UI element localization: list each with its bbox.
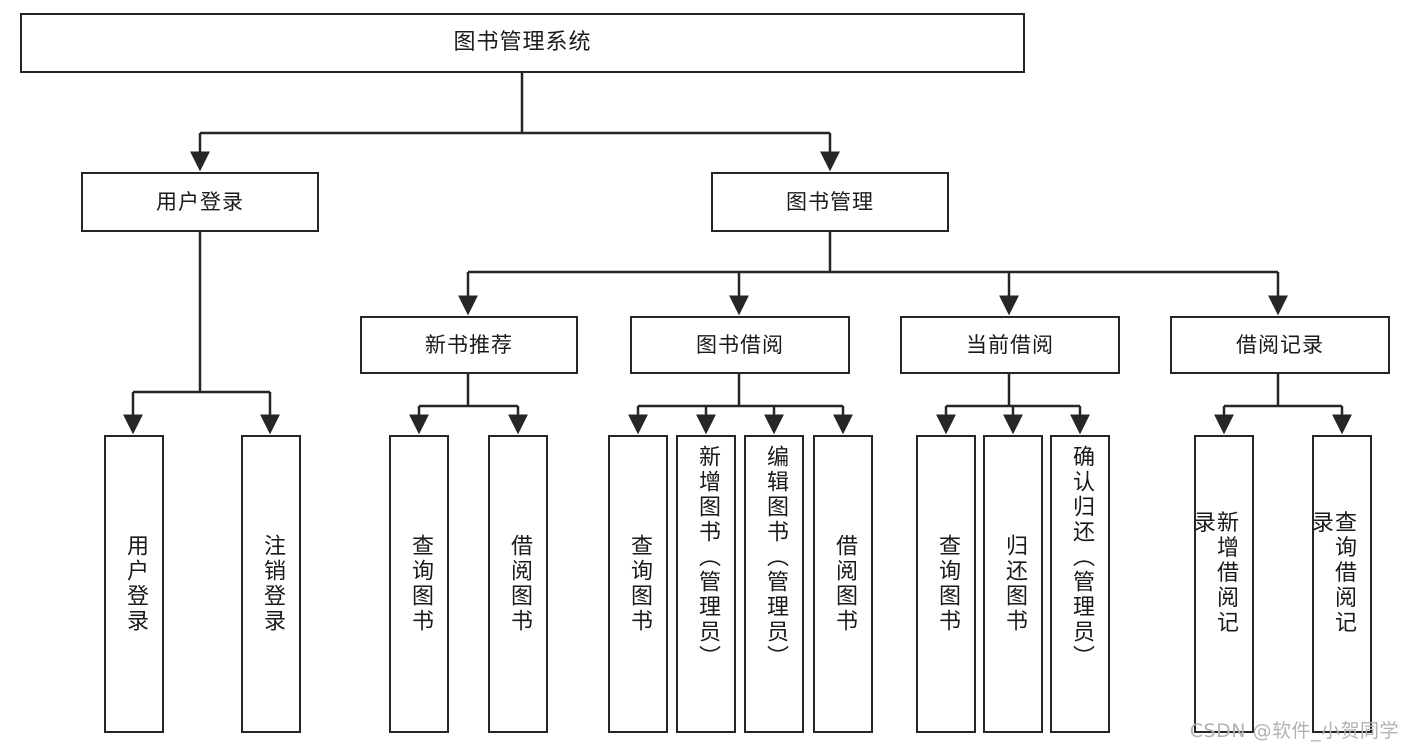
node-borrowing-records[interactable]: 借阅记录 bbox=[1170, 316, 1390, 374]
node-label: 新书推荐 bbox=[425, 332, 513, 357]
leaf-label: 用户登录 bbox=[123, 534, 148, 634]
node-new-book-recommendation[interactable]: 新书推荐 bbox=[360, 316, 578, 374]
node-root-book-management-system[interactable]: 图书管理系统 bbox=[20, 13, 1025, 73]
leaf-current-return-books[interactable]: 归还图书 bbox=[983, 435, 1043, 733]
leaf-borrow-add-book-admin[interactable]: 新增图书（管理员） bbox=[676, 435, 736, 733]
leaf-label: 查询图书 bbox=[935, 534, 960, 634]
leaf-borrow-edit-book-admin[interactable]: 编辑图书（管理员） bbox=[744, 435, 804, 733]
leaf-current-confirm-return-admin[interactable]: 确认归还（管理员） bbox=[1050, 435, 1110, 733]
leaf-current-query-books[interactable]: 查询图书 bbox=[916, 435, 976, 733]
node-label: 图书借阅 bbox=[696, 332, 784, 357]
leaf-label: 注销登录 bbox=[260, 534, 285, 634]
node-book-borrowing[interactable]: 图书借阅 bbox=[630, 316, 850, 374]
node-user-login[interactable]: 用户登录 bbox=[81, 172, 319, 232]
node-label: 图书管理 bbox=[786, 189, 874, 214]
node-label: 借阅记录 bbox=[1236, 332, 1324, 357]
leaf-new-book-borrow-books[interactable]: 借阅图书 bbox=[488, 435, 548, 733]
leaf-label: 新增借阅记录 bbox=[1194, 510, 1238, 636]
watermark-text: CSDN @软件_小贺同学 bbox=[1189, 720, 1399, 742]
node-label: 当前借阅 bbox=[966, 332, 1054, 357]
leaf-record-query-borrow-record[interactable]: 查询借阅记录 bbox=[1312, 435, 1372, 733]
leaf-label: 借阅图书 bbox=[507, 534, 532, 634]
leaf-label: 查询图书 bbox=[408, 534, 433, 634]
leaf-label: 编辑图书（管理员） bbox=[763, 445, 788, 670]
leaf-label: 借阅图书 bbox=[832, 534, 857, 634]
leaf-user-login-signout[interactable]: 注销登录 bbox=[241, 435, 301, 733]
leaf-user-login-signin[interactable]: 用户登录 bbox=[104, 435, 164, 733]
leaf-label: 查询图书 bbox=[627, 534, 652, 634]
leaf-borrow-query-books[interactable]: 查询图书 bbox=[608, 435, 668, 733]
node-book-management[interactable]: 图书管理 bbox=[711, 172, 949, 232]
leaf-label: 查询借阅记录 bbox=[1312, 510, 1356, 636]
node-label: 图书管理系统 bbox=[453, 30, 592, 56]
leaf-borrow-borrow-books[interactable]: 借阅图书 bbox=[813, 435, 873, 733]
leaf-label: 新增图书（管理员） bbox=[695, 445, 720, 670]
leaf-label: 归还图书 bbox=[1002, 534, 1027, 634]
leaf-new-book-query-books[interactable]: 查询图书 bbox=[389, 435, 449, 733]
leaf-label: 确认归还（管理员） bbox=[1069, 445, 1094, 670]
leaf-record-add-borrow-record[interactable]: 新增借阅记录 bbox=[1194, 435, 1254, 733]
node-label: 用户登录 bbox=[156, 189, 244, 214]
node-current-borrowing[interactable]: 当前借阅 bbox=[900, 316, 1120, 374]
